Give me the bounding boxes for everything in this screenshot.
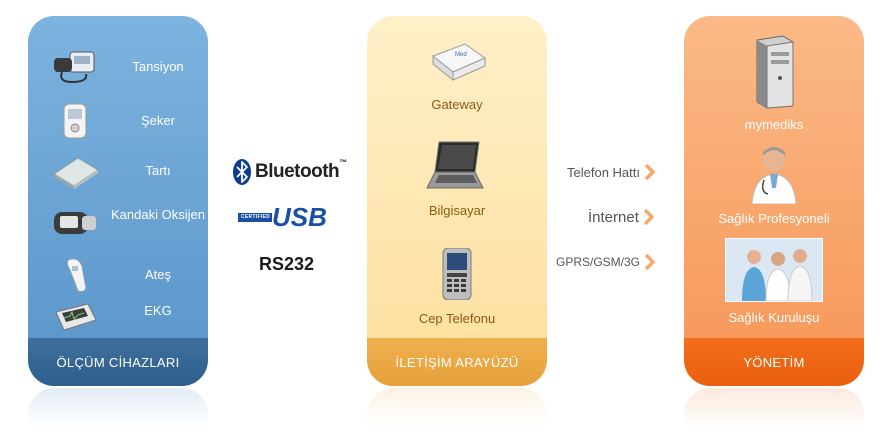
mobile-data-connection: GPRS/GSM/3G xyxy=(556,253,656,271)
phone-label: Cep Telefonu xyxy=(418,311,496,326)
communication-interface-list: Med Gateway Bilgisayar xyxy=(367,16,547,341)
phone-line-label: Telefon Hattı xyxy=(567,164,640,180)
interface-panel-reflection xyxy=(367,388,547,428)
doctor-icon xyxy=(751,147,797,205)
management-panel-reflection xyxy=(684,388,864,428)
gateway-label: Gateway xyxy=(431,97,483,112)
usb-label: USB xyxy=(272,202,327,232)
gateway-item: Med Gateway xyxy=(367,34,547,112)
usb-certified-label: CERTIFIED xyxy=(241,214,271,220)
device-label-oximeter: Kandaki Oksijen xyxy=(111,207,205,222)
svg-text:Med: Med xyxy=(455,52,467,58)
institution-item: Sağlık Kuruluşu xyxy=(684,238,864,325)
server-label: mymediks xyxy=(744,117,804,132)
phone-line-connection: Telefon Hattı xyxy=(567,163,656,181)
server-icon xyxy=(756,35,794,109)
medical-staff-icon xyxy=(726,239,822,302)
device-row-thermometer: Ateş xyxy=(28,252,208,298)
chevron-right-icon xyxy=(644,253,655,271)
scale-icon xyxy=(48,152,102,190)
device-row-blood-pressure: Tansiyon xyxy=(28,44,208,90)
usb-logo: CERTIFIED USB xyxy=(238,202,330,233)
bluetooth-icon xyxy=(233,159,251,185)
server-item: mymediks xyxy=(684,34,864,132)
device-row-oximeter: Kandaki Oksijen xyxy=(28,200,208,246)
communication-interface-panel: Med Gateway Bilgisayar xyxy=(367,16,547,386)
glucose-meter-icon xyxy=(48,102,102,140)
device-row-ecg: EKG xyxy=(28,294,208,340)
device-label-glucose: Şeker xyxy=(141,113,175,128)
communication-interface-footer: İLETİŞİM ARAYÜZÜ xyxy=(367,338,547,386)
rs232-label: RS232 xyxy=(259,254,315,274)
measurement-devices-panel: Tansiyon Şeker Tartı xyxy=(28,16,208,386)
device-row-scale: Tartı xyxy=(28,148,208,194)
bluetooth-trademark: ™ xyxy=(339,158,348,167)
computer-label: Bilgisayar xyxy=(428,203,486,218)
internet-label: İnternet xyxy=(588,208,639,226)
management-footer: YÖNETİM xyxy=(684,338,864,386)
gateway-icon: Med xyxy=(432,43,487,82)
management-list: mymediks Sağlık Profesyoneli xyxy=(684,16,864,341)
computer-item: Bilgisayar xyxy=(367,140,547,218)
thermometer-icon xyxy=(48,256,102,294)
phone-item: Cep Telefonu xyxy=(367,247,547,326)
device-label-blood-pressure: Tansiyon xyxy=(132,59,184,74)
pulse-oximeter-icon xyxy=(48,204,102,242)
bluetooth-label: Bluetooth xyxy=(255,161,340,182)
hospital-staff-photo xyxy=(725,238,823,302)
device-label-ecg: EKG xyxy=(144,303,172,318)
chevron-right-icon xyxy=(643,208,654,226)
measurement-devices-list: Tansiyon Şeker Tartı xyxy=(28,16,208,341)
professional-item: Sağlık Profesyoneli xyxy=(684,144,864,226)
device-label-scale: Tartı xyxy=(145,163,171,178)
smartphone-icon xyxy=(442,247,472,301)
measurement-devices-footer: ÖLÇÜM CİHAZLARI xyxy=(28,338,208,386)
laptop-icon xyxy=(426,141,484,189)
blood-pressure-monitor-icon xyxy=(48,48,102,86)
device-row-glucose: Şeker xyxy=(28,98,208,144)
internet-connection: İnternet xyxy=(588,208,655,226)
device-label-thermometer: Ateş xyxy=(144,267,171,282)
management-panel: mymediks Sağlık Profesyoneli xyxy=(684,16,864,386)
institution-label: Sağlık Kuruluşu xyxy=(728,310,820,325)
professional-label: Sağlık Profesyoneli xyxy=(718,211,830,226)
bluetooth-logo: Bluetooth ™ xyxy=(232,158,347,186)
mobile-data-label: GPRS/GSM/3G xyxy=(556,255,641,269)
ecg-device-icon xyxy=(48,298,102,336)
chevron-right-icon xyxy=(644,163,655,181)
measurement-panel-reflection xyxy=(28,388,208,428)
